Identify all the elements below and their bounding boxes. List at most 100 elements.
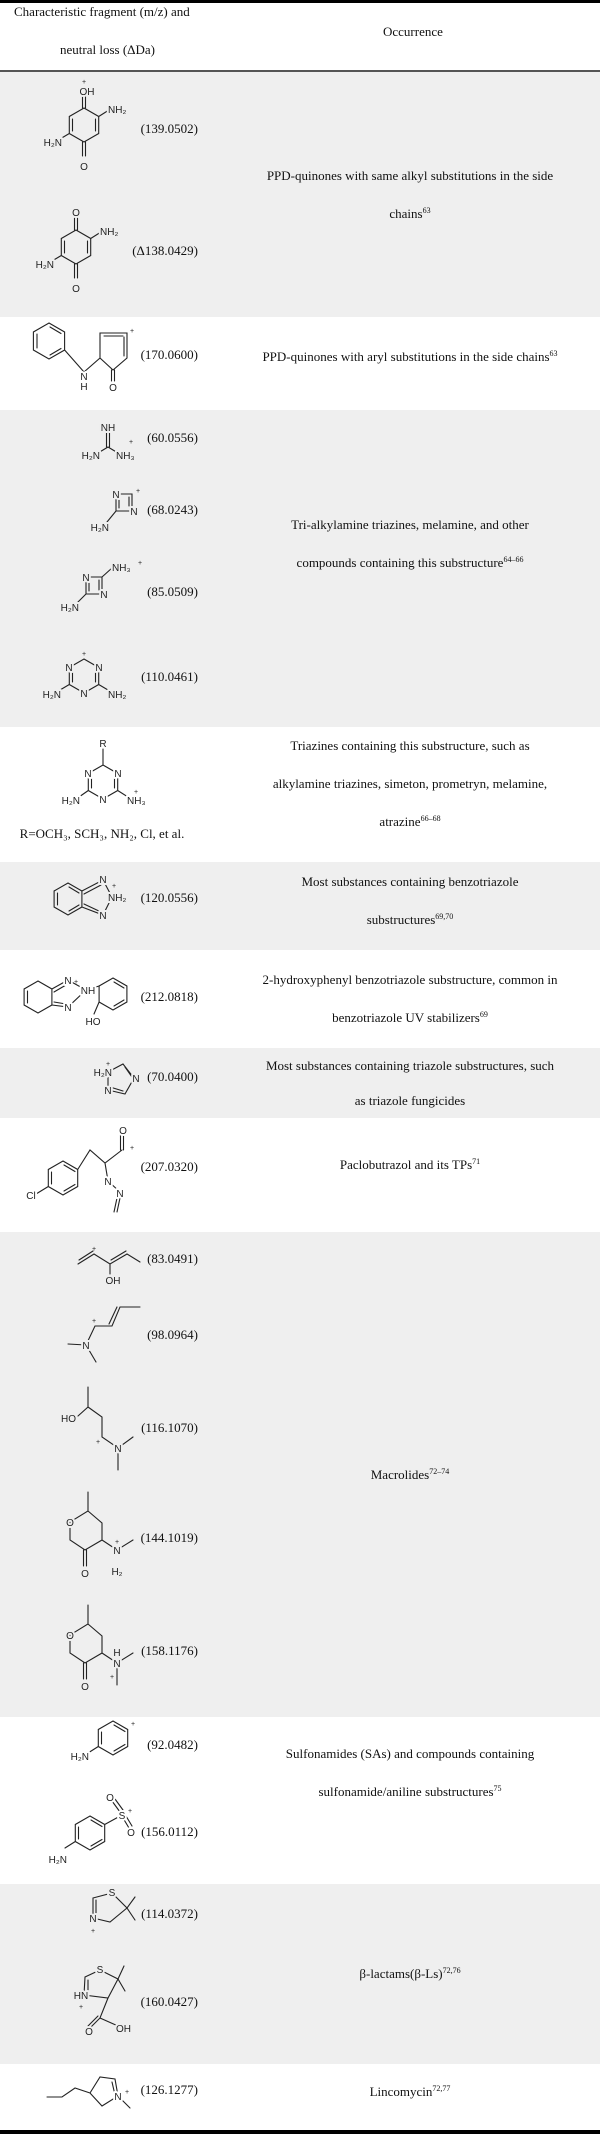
occurrence-line: Most substances containing triazole subs…	[265, 1058, 555, 1073]
fragment-116-1070: HO N + (116.1070)	[59, 1386, 198, 1471]
table-row: β-lactams(β-Ls)72,76	[0, 1884, 600, 2064]
svg-text:+: +	[128, 1808, 132, 1815]
svg-text:NH₃: NH₃	[127, 796, 146, 807]
mass-label: (70.0400)	[147, 1069, 198, 1084]
occurrence-line: chains63	[389, 195, 430, 233]
fragment-120-0556: N NH₂ N + (120.0556)	[53, 873, 198, 924]
svg-text:+: +	[96, 1439, 100, 1446]
svg-text:O: O	[85, 2027, 93, 2038]
svg-text:N: N	[130, 507, 137, 518]
reference: 75	[493, 1784, 502, 1793]
fragment-70-0400: H₂N N N + (70.0400)	[92, 1061, 198, 1099]
svg-text:O: O	[119, 1126, 127, 1137]
svg-text:NH₂: NH₂	[108, 893, 126, 904]
occurrence-cell: Tri-alkylamine triazines, melamine, and …	[230, 410, 590, 677]
svg-text:N: N	[82, 573, 89, 584]
svg-text:S: S	[109, 1888, 116, 1899]
reference: 69	[479, 1010, 488, 1019]
svg-text:H₂N: H₂N	[91, 523, 109, 534]
mass-label: (144.1019)	[141, 1530, 198, 1545]
svg-text:N: N	[99, 875, 106, 886]
svg-text:N: N	[65, 663, 72, 674]
occurrence-text: Macrolides	[370, 1466, 430, 1482]
table-row: Macrolides72–74	[0, 1232, 600, 1717]
svg-text:HN: HN	[74, 1991, 88, 2002]
table-row: Most substances containing triazole subs…	[0, 1048, 600, 1118]
mass-label: (68.0243)	[147, 502, 198, 517]
svg-text:+: +	[79, 2004, 83, 2011]
svg-text:H₂N: H₂N	[61, 603, 79, 614]
svg-text:O: O	[109, 383, 117, 394]
table-row: Triazines containing this substructure, …	[0, 727, 600, 862]
occurrence-cell: 2-hydroxyphenyl benzotriazole substructu…	[230, 950, 590, 1048]
svg-text:R: R	[99, 739, 106, 750]
svg-text:HO: HO	[61, 1414, 76, 1425]
table-row: 2-hydroxyphenyl benzotriazole substructu…	[0, 950, 600, 1048]
svg-text:N: N	[114, 769, 121, 780]
svg-text:S: S	[119, 1811, 126, 1822]
mass-label: (116.1070)	[141, 1420, 198, 1435]
occurrence-text: Paclobutrazol and its TPs	[339, 1157, 473, 1172]
svg-text:OH: OH	[80, 87, 95, 98]
svg-text:N: N	[80, 689, 87, 700]
reference: 63	[549, 348, 558, 358]
svg-text:+: +	[91, 1928, 95, 1935]
svg-text:Cl: Cl	[26, 1191, 35, 1202]
table-row: Paclobutrazol and its TPs71	[0, 1118, 600, 1232]
svg-text:O: O	[127, 1828, 135, 1839]
reference: 66–68	[420, 813, 441, 823]
table-row: Lincomycin72,77	[0, 2064, 600, 2130]
table-row: Tri-alkylamine triazines, melamine, and …	[0, 410, 600, 727]
header-fragment-line1: Characteristic fragment (m/z) and	[14, 4, 190, 19]
occurrence-cell: β-lactams(β-Ls)72,76	[230, 1884, 590, 2064]
occurrence-cell: Lincomycin72,77	[230, 2064, 590, 2120]
table-bottom-rule	[0, 2130, 600, 2134]
svg-text:H₂: H₂	[111, 1567, 122, 1578]
fragment-98-0964: N + (98.0964)	[67, 1306, 198, 1363]
svg-text:+: +	[74, 979, 78, 986]
svg-text:O: O	[80, 162, 88, 173]
header-fragment-line2: neutral loss (ΔDa)	[60, 42, 155, 57]
occurrence-line: as triazole fungicides	[354, 1093, 466, 1108]
svg-text:H: H	[80, 382, 87, 393]
occurrence-line: Triazines containing this substructure, …	[290, 737, 530, 753]
svg-text:H₂N: H₂N	[82, 451, 100, 462]
svg-text:O: O	[81, 1569, 89, 1580]
svg-text:H: H	[113, 1648, 120, 1659]
occurrence-text: Lincomycin	[369, 2084, 433, 2099]
svg-text:H₂N: H₂N	[36, 260, 54, 271]
svg-text:N: N	[95, 663, 102, 674]
occurrence-line: Tri-alkylamine triazines, melamine, and …	[291, 516, 529, 532]
svg-text:N: N	[116, 1189, 123, 1200]
fragment-114-0372: S N + (114.0372)	[87, 1886, 198, 1935]
mass-label: (212.0818)	[141, 989, 198, 1004]
mass-label: (207.0320)	[141, 1159, 198, 1174]
reference: 64–66	[503, 554, 524, 564]
svg-text:N: N	[99, 795, 106, 806]
occurrence-cell: PPD-quinones with aryl substitutions in …	[230, 317, 590, 396]
svg-text:OH: OH	[116, 2024, 131, 2035]
fragment-158-1176: O O N H + (158.1176)	[64, 1604, 198, 1695]
svg-text:N: N	[82, 1341, 89, 1352]
occurrence-cell: Most substances containing benzotriazole…	[230, 862, 590, 940]
occurrence-text: sulfonamide/aniline substructures	[318, 1784, 494, 1799]
occurrence-cell: Most substances containing triazole subs…	[230, 1048, 590, 1118]
reference: 71	[472, 1157, 481, 1166]
svg-text:N: N	[132, 1074, 139, 1085]
svg-text:N: N	[84, 769, 91, 780]
svg-text:N: N	[112, 490, 119, 501]
svg-text:N: N	[113, 1546, 120, 1557]
mass-label: (92.0482)	[147, 1737, 198, 1752]
table-top-rule	[0, 0, 600, 3]
mass-label: (156.0112)	[141, 1824, 198, 1839]
fragment-60-0556: NH H₂N NH₃ + (60.0556)	[80, 421, 198, 464]
header-rule	[0, 70, 600, 72]
svg-text:+: +	[138, 560, 142, 567]
fragment-92-0482: H₂N + (92.0482)	[69, 1720, 198, 1765]
reference: 69,70	[435, 912, 454, 921]
svg-text:O: O	[106, 1793, 114, 1804]
table-row: PPD-quinones with aryl substitutions in …	[0, 317, 600, 410]
mass-label: (85.0509)	[147, 584, 198, 599]
fragment-156-0112: S O O H₂N + (156.0112)	[47, 1791, 198, 1868]
table-row: Most substances containing benzotriazole…	[0, 862, 600, 950]
